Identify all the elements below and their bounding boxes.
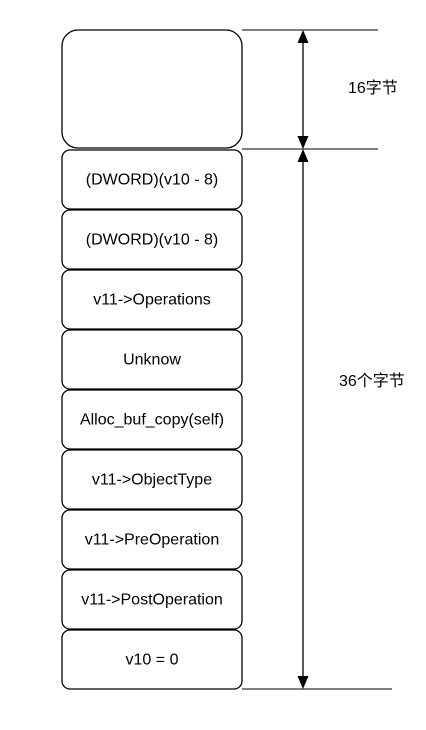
memory-cell-label: (DWORD)(v10 - 8) [86,232,218,249]
header-block [61,29,243,149]
dimension-arrow-36-bytes [297,149,309,689]
memory-cell: v10 = 0 [61,629,243,690]
dimension-label-bottom: 36个字节 [339,372,405,390]
memory-cell: v11->Operations [61,269,243,330]
memory-cell-label: Alloc_buf_copy(self) [80,412,224,429]
memory-cell: (DWORD)(v10 - 8) [61,209,243,270]
memory-cell-box [61,509,243,570]
memory-cell-box [61,449,243,510]
memory-cell-box [61,269,243,330]
memory-cell-label: v11->ObjectType [92,472,212,489]
memory-cell-label: v11->Operations [93,292,211,309]
memory-cell: Alloc_buf_copy(self) [61,389,243,450]
memory-cell-box [61,569,243,630]
memory-cell-label: v11->PreOperation [85,532,219,549]
memory-cell-label: v10 = 0 [126,652,179,669]
memory-cell-box [61,209,243,270]
memory-cell: Unknow [61,329,243,390]
memory-cell-box [61,389,243,450]
memory-cells: (DWORD)(v10 - 8) (DWORD)(v10 - 8) v11->Ope… [61,149,243,690]
memory-cell-label: Unknow [123,352,181,369]
memory-cell: v11->ObjectType [61,449,243,510]
memory-cell-box [61,329,243,390]
memory-cell: v11->PreOperation [61,509,243,570]
memory-cell: v11->PostOperation [61,569,243,630]
dimension-arrow-16-bytes [297,30,309,149]
memory-cell-label: v11->PostOperation [81,592,223,609]
memory-cell: (DWORD)(v10 - 8) [61,149,243,210]
memory-cell-box [61,629,243,690]
dimension-label-top: 16字节 [348,79,398,97]
memory-cell-label: (DWORD)(v10 - 8) [86,172,218,189]
memory-cell-box [61,149,243,210]
